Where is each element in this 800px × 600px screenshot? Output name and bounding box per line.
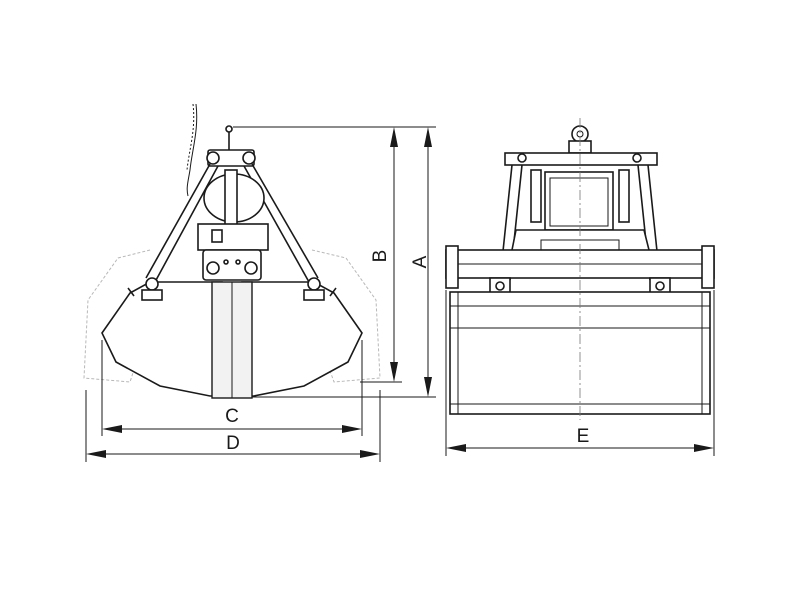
top-beam-lug-right <box>632 153 642 163</box>
chain-links <box>186 103 195 171</box>
hinge-pin-left <box>495 281 505 291</box>
end-cap-right <box>701 245 715 289</box>
dim-d-arrow-left <box>86 450 106 458</box>
dim-label-c: C <box>225 406 239 427</box>
top-beam <box>504 152 658 166</box>
hinge-pin-right <box>655 281 665 291</box>
dim-c-arrow-right <box>342 425 362 433</box>
hanger-pin <box>225 125 233 133</box>
dim-b-arrow-bottom <box>390 362 398 382</box>
end-cap-left <box>445 245 459 289</box>
dim-a-arrow-top <box>424 127 432 147</box>
jaw-hinge-left <box>145 277 159 291</box>
valve-block <box>197 223 269 251</box>
top-sheave-right <box>242 151 256 165</box>
central-body <box>544 171 614 231</box>
hinge-bracket-right <box>303 289 325 301</box>
cylinder-left <box>530 169 542 223</box>
dim-label-e: E <box>577 426 590 447</box>
chain <box>186 103 198 197</box>
hinge-bracket-left <box>141 289 163 301</box>
dim-a-arrow-bottom <box>424 377 432 397</box>
crosshead-pin-right <box>244 261 258 275</box>
small-box <box>211 229 223 243</box>
jaw-right <box>241 281 363 397</box>
cylinder-right <box>618 169 630 223</box>
dim-label-b: B <box>370 250 391 263</box>
top-sheave-left <box>206 151 220 165</box>
dim-c-arrow-left <box>102 425 122 433</box>
side-view: A B C D <box>83 103 436 462</box>
dim-b-arrow-top <box>390 127 398 147</box>
crosshead-bolt-a <box>223 259 229 265</box>
lug-left <box>127 287 135 297</box>
crosshead-bolt-b <box>235 259 241 265</box>
lug-right <box>329 287 337 297</box>
crosshead-pin-left <box>206 261 220 275</box>
dim-e-arrow-right <box>694 444 714 452</box>
central-body-inner <box>549 177 609 227</box>
top-beam-lug-left <box>517 153 527 163</box>
jaw-hinge-right <box>307 277 321 291</box>
dim-d-arrow-right <box>360 450 380 458</box>
rod-right-outer <box>251 163 319 279</box>
front-view: E <box>445 118 715 456</box>
dim-label-a: A <box>410 255 431 268</box>
open-jaw-ghost-left <box>83 249 151 383</box>
dim-label-d: D <box>226 433 240 454</box>
rod-left-outer <box>145 163 211 279</box>
dim-e-arrow-left <box>446 444 466 452</box>
